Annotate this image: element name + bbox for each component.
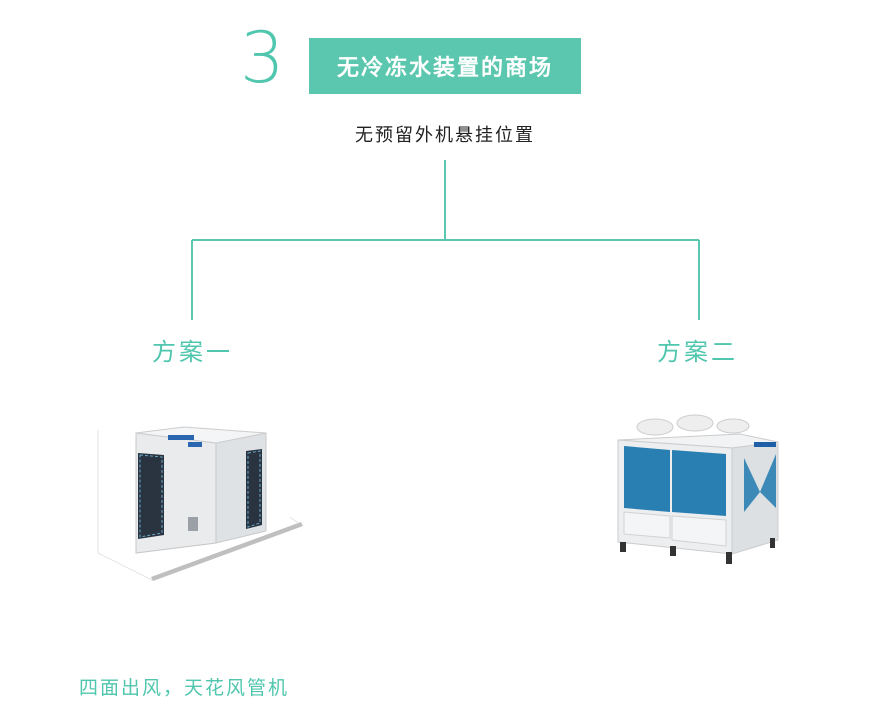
- bottom-caption: 四面出风，天花风管机: [79, 677, 290, 699]
- option-two-label: 方案二: [657, 338, 738, 366]
- section-title-box: 无冷冻水装置的商场: [309, 38, 581, 94]
- section-title: 无冷冻水装置的商场: [336, 56, 553, 81]
- option-one-label: 方案一: [152, 338, 233, 366]
- vrf-outdoor-unit-icon: [97, 426, 303, 581]
- modular-chiller-unit-icon: [617, 414, 779, 564]
- section-number: 3: [240, 17, 285, 99]
- subtitle: 无预留外机悬挂位置: [355, 125, 535, 146]
